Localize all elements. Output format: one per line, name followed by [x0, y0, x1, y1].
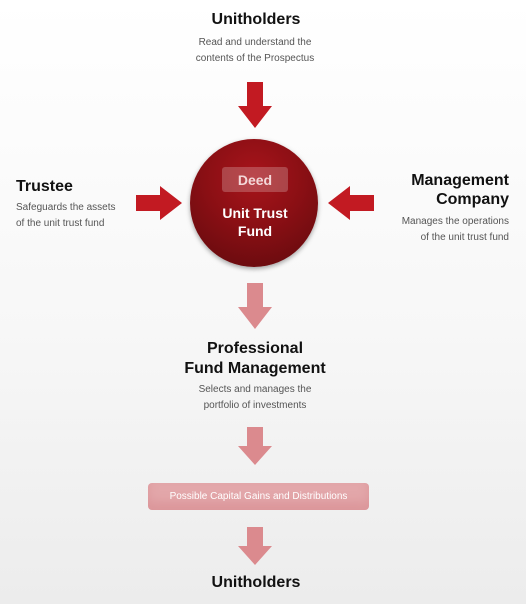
professional-title-line2: Fund Management: [184, 360, 326, 377]
deed-label: Deed: [222, 167, 288, 192]
unitholders-top-desc-line1: Read and understand the: [198, 37, 312, 48]
arrow-down-management-shape: [238, 427, 272, 465]
management-company-title: Management Company: [360, 171, 509, 209]
management-company-desc-line1: Manages the operations: [401, 216, 509, 227]
trustee-title: Trustee: [16, 178, 73, 195]
arrow-down-gains-shape: [238, 527, 272, 565]
arrow-down-top: [238, 82, 272, 128]
arrow-left-management-shape: [328, 186, 374, 220]
unit-trust-fund-line2: Fund: [237, 223, 273, 239]
trustee-desc-line2: of the unit trust fund: [16, 218, 105, 229]
trustee-desc-line1: Safeguards the assets: [16, 202, 116, 213]
arrow-down-fund-shape: [238, 283, 272, 329]
arrow-down-top-shape: [238, 82, 272, 128]
professional-title-line1: Professional: [206, 340, 304, 357]
arrow-down-gains: [238, 527, 272, 565]
unitholders-top-desc: Read and understand the contents of the …: [150, 35, 360, 67]
unitholders-bottom-title: Unitholders: [211, 574, 301, 591]
professional-fund-management-title: Professional Fund Management: [140, 339, 370, 379]
professional-desc-line1: Selects and manages the: [198, 384, 312, 395]
arrow-right-trustee-shape: [136, 186, 182, 220]
unitholders-top-desc-line2: contents of the Prospectus: [195, 53, 315, 64]
trustee-desc: Safeguards the assets of the unit trust …: [16, 200, 156, 232]
management-company-desc: Manages the operations of the unit trust…: [360, 214, 509, 246]
unit-trust-fund-circle: [190, 139, 318, 267]
unitholders-top-title: Unitholders: [211, 11, 301, 28]
professional-fund-management-desc: Selects and manages the portfolio of inv…: [150, 382, 360, 414]
capital-gains-box: Possible Capital Gains and Distributions: [148, 483, 369, 510]
management-company-title-line2: Company: [436, 191, 509, 208]
professional-desc-line2: portfolio of investments: [203, 400, 307, 411]
arrow-right-trustee: [136, 186, 182, 220]
arrow-down-management: [238, 427, 272, 465]
unit-trust-fund-line1: Unit Trust: [222, 205, 288, 221]
arrow-left-management: [328, 186, 374, 220]
management-company-title-line1: Management: [411, 172, 509, 189]
arrow-down-fund: [238, 283, 272, 329]
management-company-desc-line2: of the unit trust fund: [420, 232, 509, 243]
unit-trust-fund-label: Unit Trust Fund: [200, 204, 310, 240]
